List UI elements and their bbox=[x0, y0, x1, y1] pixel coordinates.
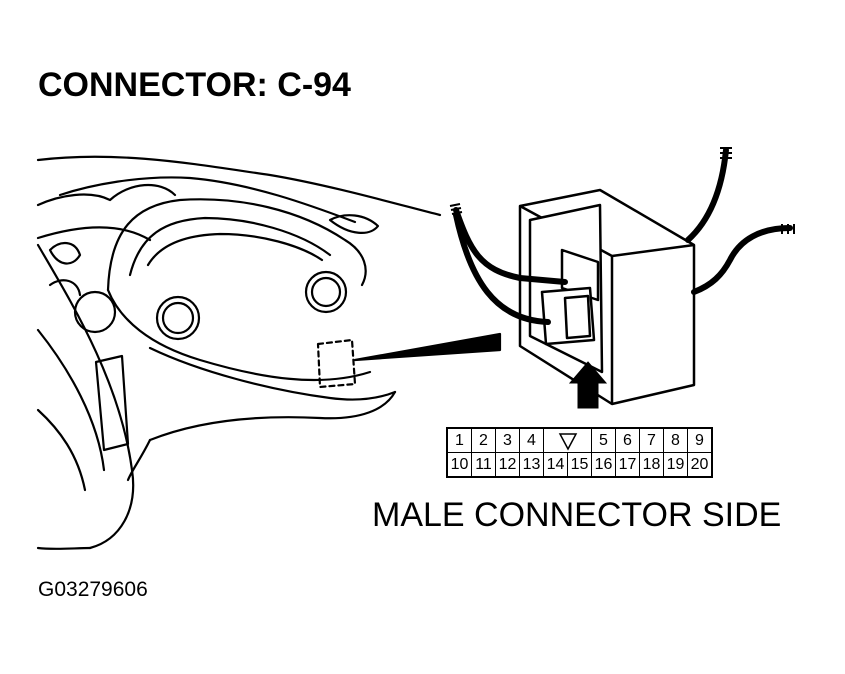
pin-cell: 1 bbox=[446, 427, 472, 453]
gauge-right bbox=[304, 270, 348, 314]
view-direction-arrow bbox=[568, 361, 608, 409]
key-cell bbox=[543, 427, 592, 453]
pin-row-bottom: 10 11 12 13 14 15 16 17 18 19 20 bbox=[446, 452, 713, 478]
steering-wheel-inner bbox=[36, 328, 106, 472]
figure-id: G03279606 bbox=[38, 578, 148, 601]
connector-body bbox=[518, 188, 696, 406]
pin-cell: 8 bbox=[663, 427, 688, 453]
pin-cell: 13 bbox=[519, 452, 544, 478]
pin-cell: 6 bbox=[615, 427, 640, 453]
pin-cell: 18 bbox=[639, 452, 664, 478]
pin-cell: 11 bbox=[471, 452, 496, 478]
pin-cell: 2 bbox=[471, 427, 496, 453]
pin-cell: 12 bbox=[495, 452, 520, 478]
dash-lower-panel bbox=[106, 288, 372, 382]
wire-right bbox=[691, 225, 793, 295]
pin-cell: 3 bbox=[495, 427, 520, 453]
pin-cell: 17 bbox=[615, 452, 640, 478]
pin-cell: 4 bbox=[519, 427, 544, 453]
diagram-title: CONNECTOR: C-94 bbox=[38, 66, 351, 104]
connector-location-marker bbox=[316, 338, 357, 389]
wire-left-lower bbox=[453, 212, 551, 325]
pin-cell: 16 bbox=[591, 452, 616, 478]
pin-cell: 20 bbox=[687, 452, 713, 478]
pin-cell: 5 bbox=[591, 427, 616, 453]
gauge-center bbox=[155, 295, 201, 341]
pointer-wedge bbox=[353, 332, 502, 362]
pin-cell: 7 bbox=[639, 427, 664, 453]
gauge-left bbox=[73, 290, 117, 334]
pin-cell: 10 bbox=[446, 452, 472, 478]
pin-cell: 19 bbox=[663, 452, 688, 478]
steering-wheel-outer bbox=[36, 243, 135, 550]
dash-top-contour bbox=[36, 155, 442, 217]
pin-table: 1 2 3 4 5 6 7 8 9 10 11 12 13 14 15 16 1… bbox=[446, 427, 713, 478]
wire-top-right bbox=[685, 147, 729, 243]
instrument-cluster-hood bbox=[106, 198, 367, 292]
pin-cell: 9 bbox=[687, 427, 713, 453]
connector-side-caption: MALE CONNECTOR SIDE bbox=[372, 496, 782, 534]
triangle-key-icon bbox=[558, 432, 577, 451]
pin-cell: 15 bbox=[567, 452, 592, 478]
pin-cell: 14 bbox=[543, 452, 568, 478]
pin-row-top: 1 2 3 4 5 6 7 8 9 bbox=[446, 427, 713, 453]
